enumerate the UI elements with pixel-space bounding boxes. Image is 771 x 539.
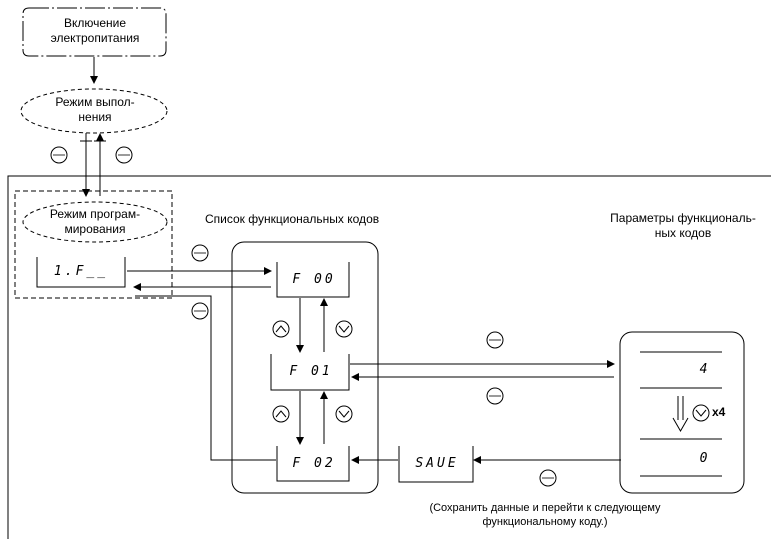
func-data-key-3 xyxy=(539,469,557,487)
power-on-label-2: электропитания xyxy=(50,31,140,45)
up-key-2 xyxy=(272,405,290,423)
display-save xyxy=(398,446,474,483)
func-data-key-1 xyxy=(191,244,209,262)
down-key-1 xyxy=(335,320,353,338)
menu-display-text: 1.F__ xyxy=(53,264,109,279)
display-f01-text: F 01 xyxy=(289,364,333,379)
params-title-2: ных кодов xyxy=(654,226,712,240)
func-data-key-2 xyxy=(486,331,504,349)
menu-display xyxy=(36,257,126,288)
display-f00-text: F 00 xyxy=(292,272,336,287)
display-f00 xyxy=(276,262,350,298)
repeat-count-label: x4 xyxy=(712,405,726,419)
run-mode-ellipse xyxy=(20,88,168,134)
program-mode-label-2: мирования xyxy=(64,222,126,236)
display-f02-text: F 02 xyxy=(292,456,336,471)
display-save-text: SAUE xyxy=(415,456,459,471)
save-note-line-1: (Сохранить данные и перейти к следующему xyxy=(429,502,661,514)
prg-reset-key-3 xyxy=(486,387,504,405)
program-mode-ellipse xyxy=(22,201,168,243)
program-mode-box xyxy=(14,190,173,299)
function-codes-title: Список функциональных кодов xyxy=(205,212,380,226)
down-key-param xyxy=(692,404,710,422)
params-title-1: Параметры функциональ- xyxy=(610,211,756,225)
display-f01 xyxy=(270,354,350,391)
params-panel xyxy=(619,331,745,494)
arrow-f02-to-menu xyxy=(135,295,276,461)
save-note-line-2: функциональному коду.) xyxy=(482,516,608,528)
prg-reset-key-2 xyxy=(191,302,209,320)
double-down-arrow xyxy=(672,396,689,433)
param-top-value: 4 xyxy=(699,362,711,377)
display-f02 xyxy=(276,446,350,482)
run-mode-label-1: Режим выпол- xyxy=(55,95,135,109)
up-key-1 xyxy=(272,320,290,338)
prg-reset-key-right xyxy=(115,146,133,164)
function-code-list-panel xyxy=(231,241,379,494)
param-bottom-value: 0 xyxy=(699,451,711,466)
outer-frame xyxy=(7,175,771,539)
run-mode-label-2: нения xyxy=(78,110,112,124)
prg-reset-key-left xyxy=(50,146,68,164)
power-on-label-1: Включение xyxy=(63,16,127,30)
power-on-box xyxy=(22,7,167,57)
program-mode-label-1: Режим програм- xyxy=(49,207,141,221)
down-key-2 xyxy=(335,405,353,423)
